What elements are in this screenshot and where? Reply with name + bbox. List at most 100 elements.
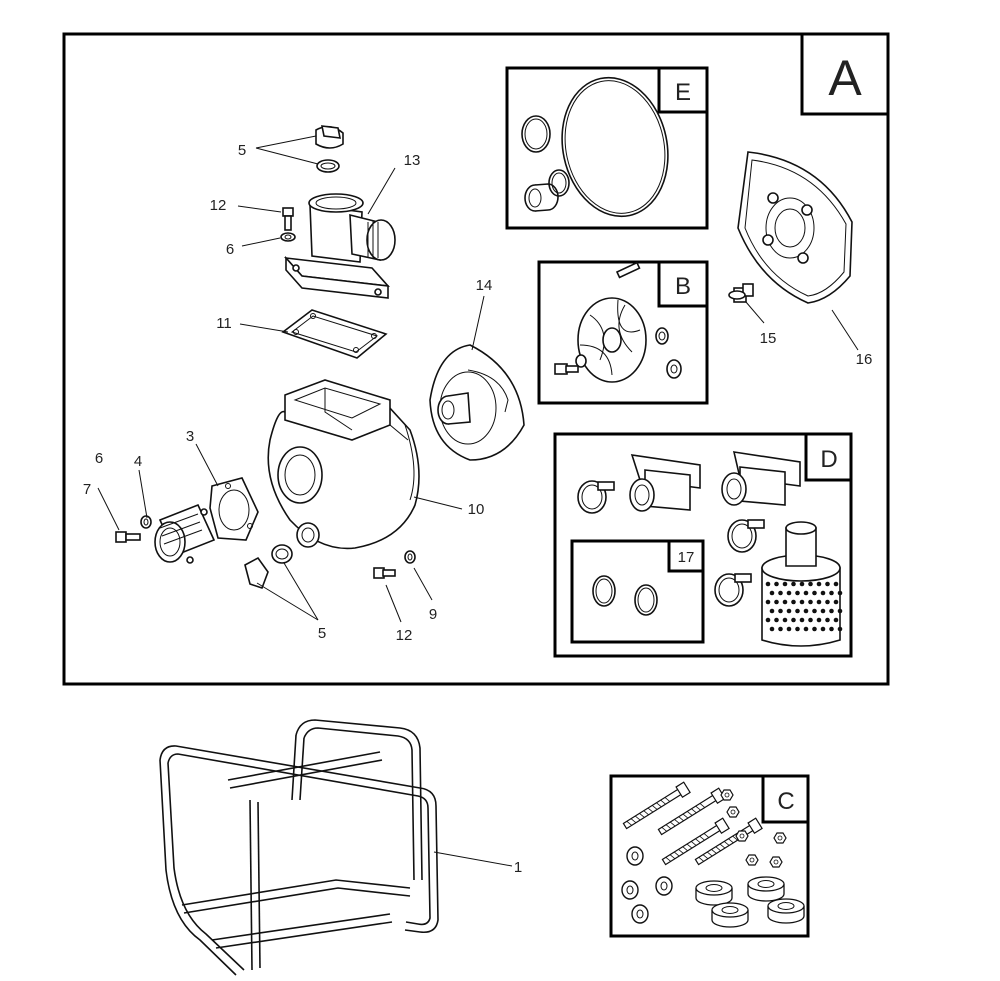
hose-barb-1 (629, 454, 701, 512)
part-6-elbow-washer (280, 232, 296, 242)
kit-e-label: E (675, 79, 691, 106)
key-pin (615, 261, 641, 279)
perforation-hole (786, 608, 792, 614)
perforation-hole (765, 599, 771, 605)
perforation-hole (812, 590, 817, 596)
callout-1: 1 (514, 859, 522, 876)
callout-15: 15 (760, 330, 777, 347)
part-14-volute-cover (429, 344, 525, 461)
part-15-drain-bolt (728, 283, 754, 303)
part-12-elbow-bolt (282, 207, 294, 231)
perforation-hole (795, 608, 800, 614)
perforation-hole (795, 590, 800, 596)
kit-e-box: E (505, 66, 709, 230)
part-5-fill-seal (316, 159, 340, 173)
perforation-hole (765, 617, 771, 623)
perforation-hole (791, 617, 796, 623)
mounting-hardware (621, 781, 805, 928)
perforation-hole (799, 599, 805, 605)
perforation-hole (820, 608, 826, 614)
kit-c-label: C (777, 788, 794, 815)
callout-6-left: 6 (95, 450, 103, 467)
part-5-drain-seal (271, 544, 293, 564)
callout-3: 3 (186, 428, 194, 445)
hose-clamp-1 (577, 480, 615, 514)
callout-10: 10 (468, 501, 485, 518)
perforation-hole (778, 626, 783, 632)
perforation-hole (808, 581, 813, 587)
perforation-hole (803, 590, 809, 596)
perforation-hole (791, 599, 796, 605)
part-1-roll-frame (159, 719, 439, 976)
perforation-hole (782, 581, 788, 587)
callout-6-top: 6 (226, 241, 234, 258)
long-bolt (622, 781, 691, 830)
kit-a-label: A (828, 50, 862, 106)
perforation-hole (799, 617, 805, 623)
kit-17-label: 17 (678, 549, 695, 566)
kit-b-label: B (675, 273, 691, 300)
perforation-hole (820, 590, 826, 596)
perforation-hole (825, 617, 830, 623)
perforation-hole (837, 608, 843, 614)
perforation-hole (829, 626, 834, 632)
perforation-hole (816, 617, 822, 623)
hose-clamp-2 (727, 519, 765, 553)
perforation-hole (769, 590, 775, 596)
hex-nut (773, 832, 787, 844)
perforation-hole (833, 617, 839, 623)
perforation-hole (816, 599, 822, 605)
rubber-mount (767, 898, 805, 924)
callout-9: 9 (429, 606, 437, 623)
part-3-flange-gasket (209, 477, 259, 541)
o-ring-large (561, 76, 669, 218)
part-4-suction-port (154, 503, 216, 564)
gasket-ring-2 (634, 584, 658, 616)
rubber-mount (711, 902, 749, 928)
part-10-pump-casing (267, 379, 420, 550)
perforation-hole (820, 626, 826, 632)
o-ring-small-1 (521, 115, 551, 153)
perforation-hole (803, 608, 809, 614)
part-13-discharge-elbow (284, 193, 396, 299)
impeller-bolt (554, 354, 587, 375)
perforation-hole (803, 626, 809, 632)
perforation-hole (837, 590, 843, 596)
kit-b-box: B (537, 260, 709, 405)
hose-clamp-3 (714, 573, 752, 607)
callout-13: 13 (404, 152, 421, 169)
hose-barb-2 (721, 451, 801, 506)
callout-12-bottom: 12 (396, 627, 413, 644)
perforation-hole (774, 599, 779, 605)
kit-d-label: D (820, 446, 837, 473)
perforation-hole (769, 608, 775, 614)
callout-12-top: 12 (210, 197, 227, 214)
perforation-hole (782, 617, 788, 623)
perforation-hole (816, 581, 822, 587)
gasket-ring-1 (592, 575, 616, 607)
rubber-mount (695, 880, 733, 906)
strainer-perforations (765, 581, 843, 632)
hex-nut (720, 789, 734, 801)
kit-c-box: C (609, 774, 810, 938)
leader-lines (97, 135, 859, 867)
perforation-hole (808, 617, 813, 623)
perforation-hole (812, 608, 817, 614)
perforation-hole (786, 626, 792, 632)
callout-14: 14 (476, 277, 493, 294)
perforation-hole (795, 626, 800, 632)
perforation-hole (837, 626, 843, 632)
part-12-casing-bolt (373, 567, 396, 579)
part-5-fill-cap (315, 125, 344, 149)
callout-16: 16 (856, 351, 873, 368)
callout-4: 4 (134, 453, 142, 470)
hex-nut (726, 806, 740, 818)
perforation-hole (799, 581, 805, 587)
o-ring-small-2 (548, 169, 570, 197)
perforation-hole (765, 581, 771, 587)
part-16-cover-plate (737, 151, 853, 304)
kit-d-box: D (553, 432, 853, 658)
perforation-hole (833, 581, 839, 587)
perforation-hole (774, 617, 779, 623)
